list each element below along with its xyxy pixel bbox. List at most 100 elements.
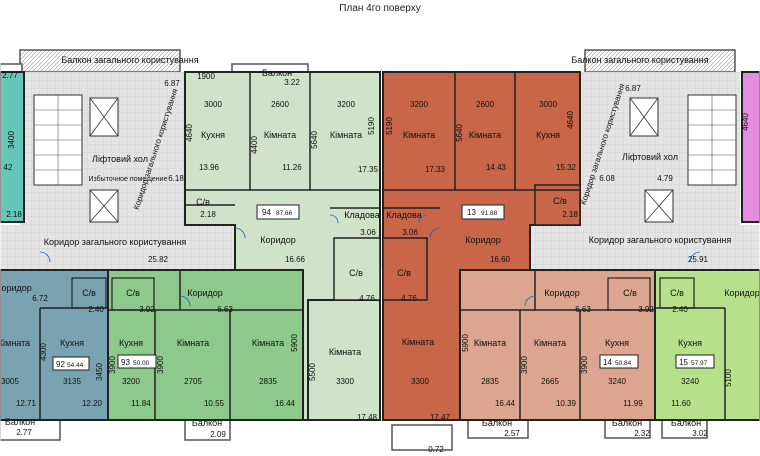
area-11-99: 11.99: [623, 399, 643, 408]
lift-hall-left: Ліфтовий хол: [92, 154, 148, 164]
dim-4640-r2: 4640: [741, 113, 750, 131]
balcony-b4: Балкон: [671, 418, 701, 428]
dim-2835-b: 2835: [481, 377, 499, 386]
area-11-84: 11.84: [131, 399, 151, 408]
dimensions: 6.87 6.87 1900 3.22 2.77 3000 2600 3200 …: [1, 71, 750, 454]
dim-2-77-tl: 2.77: [2, 71, 18, 80]
corridor-92: Коридор: [0, 283, 32, 293]
doors: [39, 214, 701, 307]
area-2-18-c: 2.18: [562, 210, 578, 219]
balcony-b2: Балкон: [482, 418, 512, 428]
area-2-40-b: 2.40: [672, 305, 688, 314]
bath-94-a: С/в: [196, 197, 210, 207]
area-16-44-b: 16.44: [495, 399, 516, 408]
storage-13: Кладова: [386, 210, 421, 220]
dim-3900-c: 3900: [520, 356, 529, 374]
room-94-a: Кімната: [264, 130, 296, 140]
plan-title: План 4го поверху: [339, 3, 421, 14]
area-4-76-a: 4.76: [359, 294, 375, 303]
area-16-44-a: 16.44: [275, 399, 296, 408]
dim-5640-l: 5640: [310, 131, 319, 149]
room-94-b: Кімната: [330, 130, 362, 140]
area-2-77-b: 2.77: [16, 428, 32, 437]
dim-4400: 4400: [250, 136, 259, 154]
dim-5190-l: 5190: [367, 117, 376, 135]
dim-3900-a: 3900: [108, 356, 117, 374]
kitchen-92: Кухня: [60, 338, 84, 348]
area-6-18: 6.18: [168, 174, 184, 183]
balcony-b1: Балкон: [192, 418, 222, 428]
apartment-plates: 94 87.66 13 91.88 92 54.44 93 50.00 14 5…: [52, 204, 715, 371]
corridor-14: Коридор: [544, 288, 580, 298]
corridor-93: Коридор: [187, 288, 223, 298]
area-3-06-a: 3.06: [360, 228, 376, 237]
dim-4300: 4300: [39, 343, 48, 361]
area-3-02: 3.02: [692, 429, 708, 438]
bath-14: С/в: [623, 288, 637, 298]
kitchen-14: Кухня: [605, 338, 629, 348]
dim-3900-b: 3900: [156, 356, 165, 374]
room-13-b: Кімната: [469, 130, 501, 140]
corridor-common-right: Коридор загального користування: [589, 235, 732, 245]
dim-4640-r1: 4640: [566, 111, 575, 129]
dim-2705: 2705: [184, 377, 202, 386]
dim-2665: 2665: [541, 377, 559, 386]
area-2-57: 2.57: [504, 429, 520, 438]
dim-3135: 3135: [63, 377, 81, 386]
area-2-18-a: 2.18: [6, 210, 22, 219]
area-11-26: 11.26: [282, 163, 302, 172]
area-10-55: 10.55: [204, 399, 225, 408]
area-10-39: 10.39: [556, 399, 577, 408]
dim-2835-a: 2835: [259, 377, 277, 386]
room-13-a: Кімната: [403, 130, 435, 140]
area-6-72: 6.72: [32, 294, 48, 303]
room-93-a: Кімната: [177, 338, 209, 348]
area-42: 42: [4, 163, 13, 172]
balcony-common-right: Балкон загального користування: [571, 55, 708, 65]
dim-3000-b: 3000: [539, 100, 557, 109]
dim-3240-a: 3240: [608, 377, 626, 386]
bath-15: С/в: [670, 288, 684, 298]
dim-3200-b: 3200: [410, 100, 428, 109]
corridor-13: Коридор: [465, 235, 501, 245]
area-17-47: 17.47: [430, 413, 451, 422]
dim-4640-l: 4640: [185, 124, 194, 142]
room-93-b: Кімната: [252, 338, 284, 348]
corridor-15: Коридор: [724, 288, 760, 298]
apt-92-num: 92: [56, 360, 65, 369]
kitchen-15: Кухня: [678, 338, 702, 348]
dim-3900-d: 3900: [580, 356, 589, 374]
area-17-33: 17.33: [425, 165, 446, 174]
bath-92: С/в: [82, 288, 96, 298]
area-6-08: 6.08: [599, 174, 615, 183]
corridor-94: Коридор: [260, 235, 296, 245]
area-16-66: 16.66: [285, 255, 306, 264]
dim-3200-a: 3200: [337, 100, 355, 109]
area-16-60: 16.60: [490, 255, 511, 264]
area-4-76-b: 4.76: [401, 294, 417, 303]
balcony-label: Балкон: [262, 68, 292, 78]
area-3-92-a: 3.92: [139, 305, 155, 314]
area-15-32: 15.32: [556, 163, 577, 172]
interior-walls: [39, 72, 726, 420]
balcony-b3: Балкон: [612, 418, 642, 428]
room-14-b: Кімната: [534, 338, 566, 348]
apt-14-area: 50.84: [615, 360, 632, 367]
bath-13-b: С/в: [397, 268, 411, 278]
balconies: [0, 49, 736, 451]
apt-92-area: 54.44: [67, 362, 84, 369]
area-17-35: 17.35: [358, 165, 379, 174]
dim-6-87-l: 6.87: [164, 79, 180, 88]
dim-2600-a: 2600: [271, 100, 289, 109]
dim-5100: 5100: [724, 369, 733, 387]
area-6-63-b: 6.63: [575, 305, 591, 314]
kitchen-93: Кухня: [119, 338, 143, 348]
area-2-32: 2.32: [634, 429, 650, 438]
dim-3-22: 3.22: [284, 78, 300, 87]
dim-3000-a: 3000: [204, 100, 222, 109]
storage-94: Кладова: [344, 210, 379, 220]
apt-13-num: 13: [467, 208, 476, 217]
area-3-92-b: 3.92: [638, 305, 654, 314]
apartments: [0, 71, 760, 421]
balcony-b0: Балкон: [5, 417, 35, 427]
